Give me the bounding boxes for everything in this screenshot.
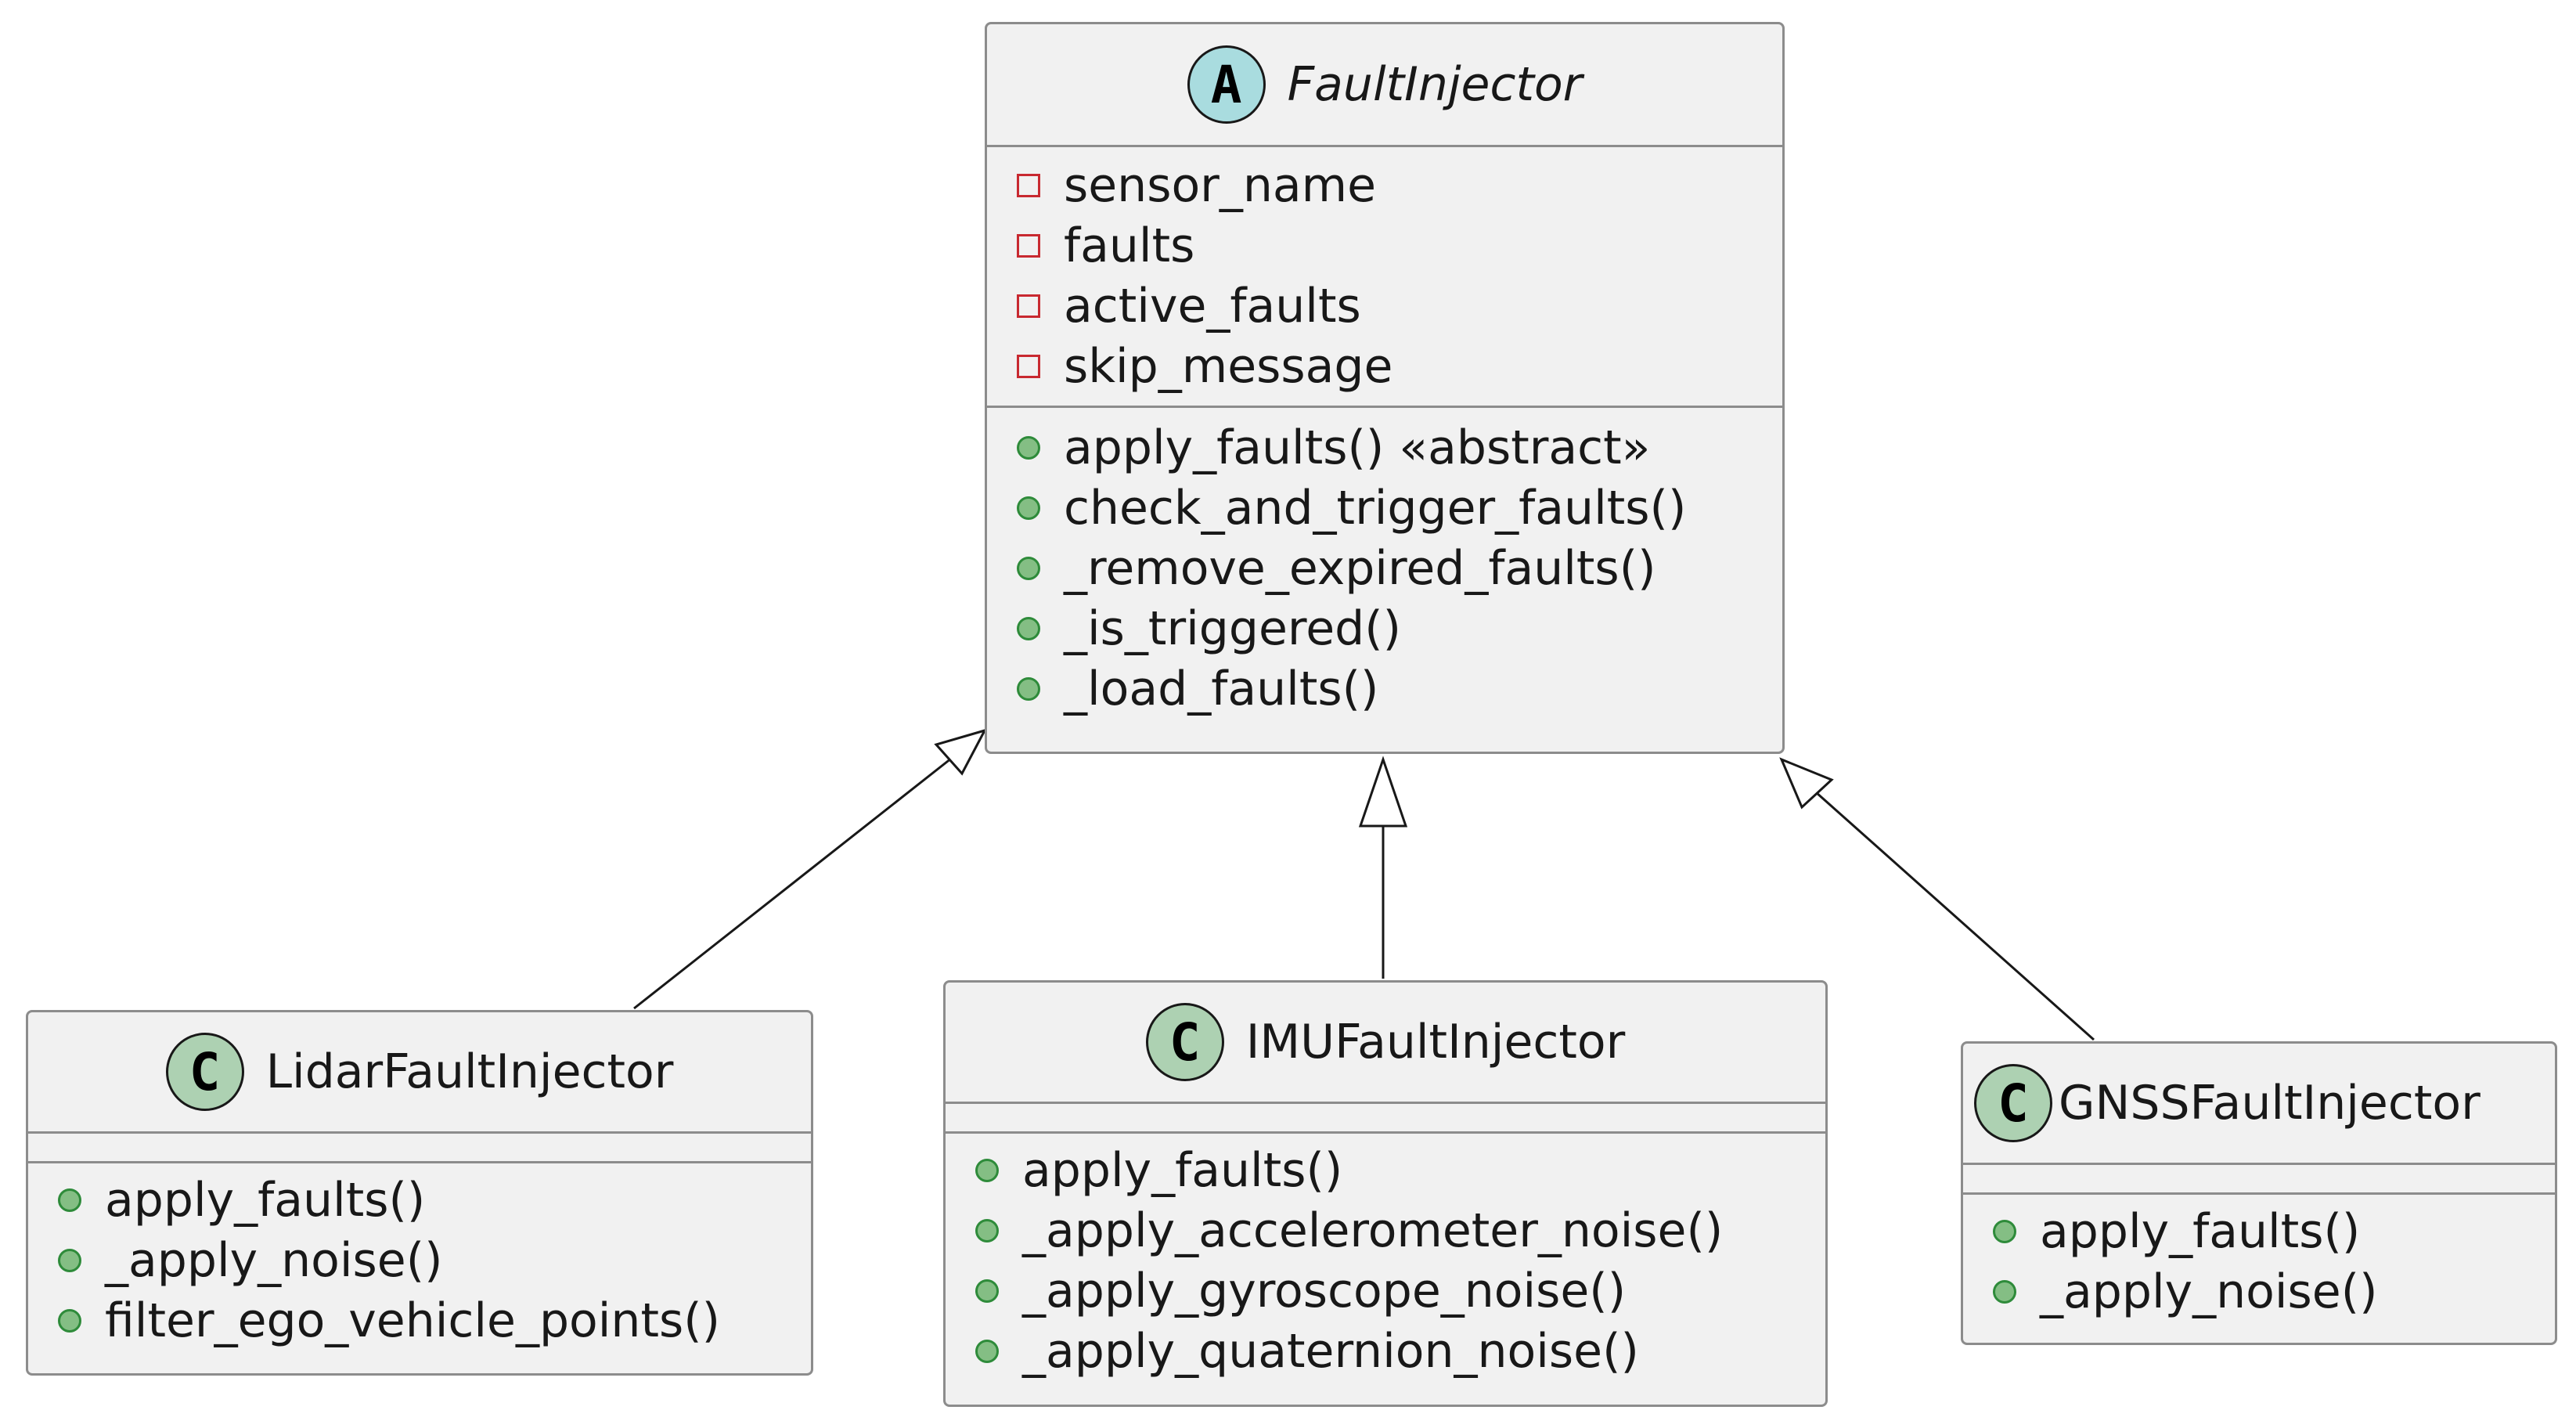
class-fault-injector[interactable]: A FaultInjector sensor_name faults activ… (985, 22, 1785, 754)
public-visibility-icon (1017, 496, 1040, 520)
method-text: filter_ego_vehicle_points() (105, 1293, 721, 1348)
class-name: FaultInjector (1287, 57, 1583, 112)
method-text: _apply_noise() (105, 1232, 443, 1288)
class-name: LidarFaultInjector (265, 1044, 674, 1099)
method-row: _apply_noise() (1963, 1261, 2555, 1322)
public-visibility-icon (58, 1188, 81, 1212)
method-text: _is_triggered() (1064, 600, 1402, 656)
method-text: _apply_quaternion_noise() (1022, 1323, 1639, 1379)
method-text: apply_faults() (2040, 1203, 2361, 1259)
public-visibility-icon (58, 1248, 81, 1272)
class-gnss-fault-injector[interactable]: C GNSSFaultInjector apply_faults() _appl… (1961, 1041, 2557, 1345)
method-text: _load_faults() (1064, 661, 1379, 716)
field-text: faults (1064, 218, 1195, 273)
fields-section: sensor_name faults active_faults skip_me… (987, 147, 1782, 408)
methods-section: apply_faults() _apply_noise() filter_ego… (28, 1163, 811, 1351)
field-row: sensor_name (987, 155, 1782, 215)
method-text: apply_faults() (105, 1172, 426, 1228)
method-row: check_and_trigger_faults() (987, 478, 1782, 538)
method-row: apply_faults() (28, 1170, 811, 1230)
class-icon: C (165, 1033, 244, 1111)
class-header: C GNSSFaultInjector (1963, 1044, 2555, 1165)
public-visibility-icon (1017, 435, 1040, 460)
method-row: _apply_noise() (28, 1230, 811, 1290)
class-header: C IMUFaultInjector (946, 983, 1825, 1104)
field-row: skip_message (987, 336, 1782, 396)
inheritance-arrowhead (934, 728, 987, 776)
method-text: _apply_gyroscope_noise() (1022, 1263, 1627, 1318)
private-visibility-icon (1017, 173, 1040, 197)
field-text: active_faults (1064, 278, 1361, 334)
method-row: _remove_expired_faults() (987, 538, 1782, 598)
public-visibility-icon (975, 1279, 999, 1303)
field-row: faults (987, 215, 1782, 276)
private-visibility-icon (1017, 294, 1040, 318)
class-lidar-fault-injector[interactable]: C LidarFaultInjector apply_faults() _app… (26, 1010, 813, 1376)
methods-section: apply_faults() _apply_noise() (1963, 1195, 2555, 1322)
public-visibility-icon (1993, 1219, 2016, 1243)
method-row: apply_faults() «abstract» (987, 417, 1782, 478)
method-row: apply_faults() (946, 1140, 1825, 1200)
class-icon: C (1145, 1003, 1224, 1081)
method-text: apply_faults() (1022, 1142, 1343, 1198)
public-visibility-icon (975, 1158, 999, 1182)
method-text: _apply_noise() (2040, 1264, 2378, 1319)
method-text: apply_faults() «abstract» (1064, 420, 1651, 475)
methods-section: apply_faults() «abstract» check_and_trig… (987, 408, 1782, 727)
class-header: C LidarFaultInjector (28, 1012, 811, 1134)
fields-section (28, 1134, 811, 1163)
method-row: _load_faults() (987, 658, 1782, 719)
class-icon: C (1974, 1064, 2052, 1142)
class-name: GNSSFaultInjector (2059, 1076, 2481, 1131)
method-row: _is_triggered() (987, 598, 1782, 658)
class-name: IMUFaultInjector (1245, 1015, 1626, 1069)
field-row: active_faults (987, 276, 1782, 336)
method-text: check_and_trigger_faults() (1064, 480, 1687, 536)
fields-section (946, 1104, 1825, 1134)
private-visibility-icon (1017, 354, 1040, 378)
public-visibility-icon (1017, 616, 1040, 640)
abstract-class-icon: A (1187, 45, 1266, 124)
methods-section: apply_faults() _apply_accelerometer_nois… (946, 1134, 1825, 1381)
private-visibility-icon (1017, 233, 1040, 258)
method-row: apply_faults() (1963, 1201, 2555, 1261)
field-text: skip_message (1064, 338, 1393, 394)
class-header: A FaultInjector (987, 24, 1782, 147)
public-visibility-icon (975, 1218, 999, 1242)
inheritance-arrowhead (1779, 757, 1834, 810)
method-row: filter_ego_vehicle_points() (28, 1290, 811, 1351)
inheritance-arrowhead (1358, 756, 1408, 828)
public-visibility-icon (975, 1339, 999, 1363)
method-row: _apply_quaternion_noise() (946, 1321, 1825, 1381)
method-row: _apply_accelerometer_noise() (946, 1200, 1825, 1261)
edge-gnss-to-faultinjector (1815, 791, 2095, 1041)
public-visibility-icon (1017, 676, 1040, 701)
method-text: _apply_accelerometer_noise() (1022, 1203, 1724, 1258)
class-imu-fault-injector[interactable]: C IMUFaultInjector apply_faults() _apply… (943, 980, 1828, 1407)
edge-lidar-to-faultinjector (633, 754, 956, 1010)
public-visibility-icon (1993, 1279, 2016, 1304)
fields-section (1963, 1165, 2555, 1195)
field-text: sensor_name (1064, 157, 1376, 213)
method-row: _apply_gyroscope_noise() (946, 1261, 1825, 1321)
method-text: _remove_expired_faults() (1064, 540, 1656, 596)
public-visibility-icon (58, 1308, 81, 1333)
public-visibility-icon (1017, 556, 1040, 580)
